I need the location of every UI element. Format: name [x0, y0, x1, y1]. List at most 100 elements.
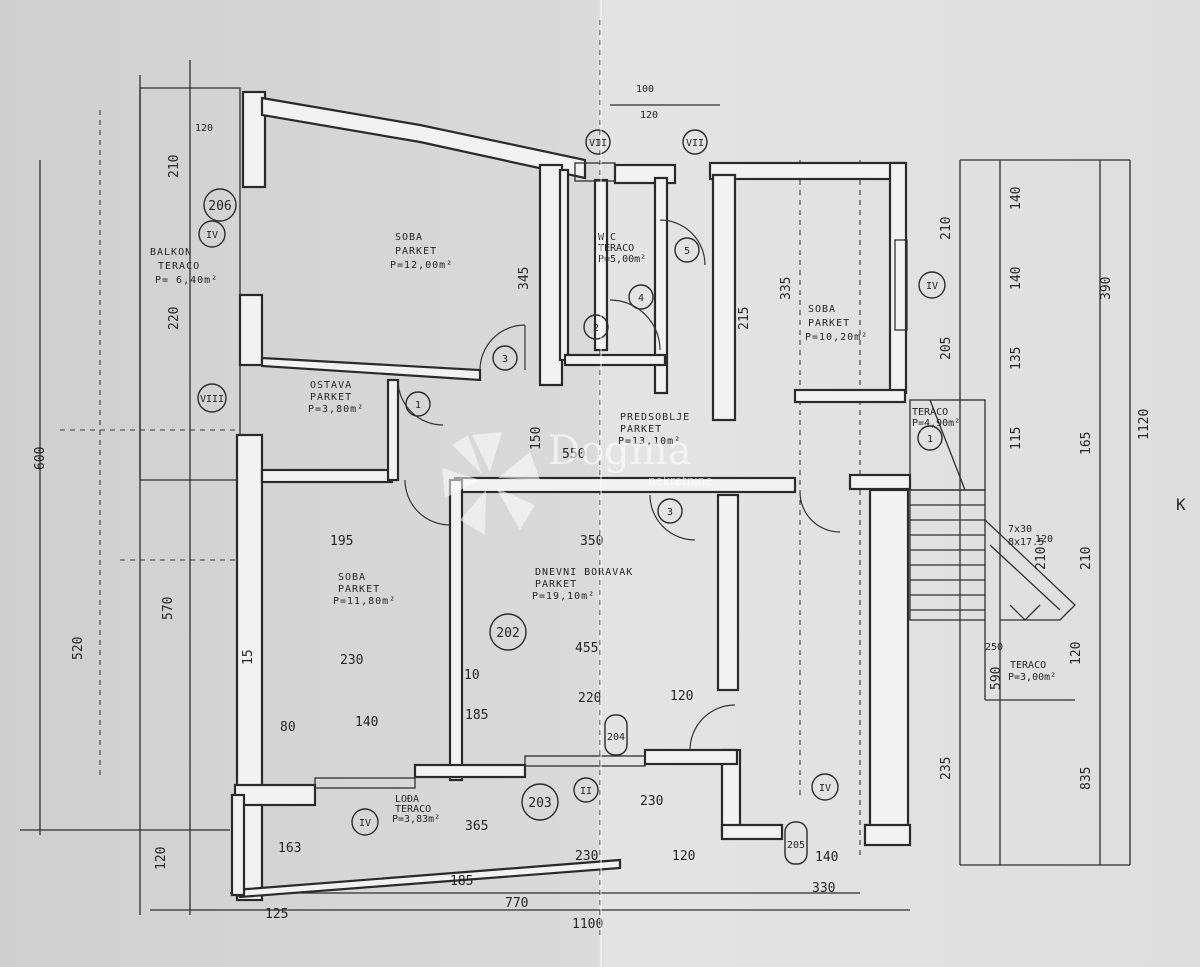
dim-int-335: 335	[779, 277, 794, 300]
room-dnevni-floor: PARKET	[535, 579, 577, 590]
marker-203: 203	[528, 796, 551, 811]
dim-int-15: 15	[241, 649, 256, 665]
dim-bottom-163: 163	[278, 841, 301, 856]
watermark-sub: nekretnine	[648, 474, 713, 488]
room-soba3-floor: PARKET	[338, 584, 380, 595]
dim-bottom-1100: 1100	[572, 917, 603, 932]
marker-iv-bottom: IV	[359, 818, 371, 829]
dim-bottom-185: 185	[450, 874, 473, 889]
section-markers: 202 203 206 204 205 IV IV IV IV VIII VII…	[197, 129, 946, 865]
room-soba2-area: P=10,20m²	[805, 332, 868, 343]
marker-204: 204	[607, 732, 625, 743]
room-wc-name: W.C	[598, 232, 616, 243]
dim-int-185: 185	[465, 708, 488, 723]
room-dnevni-area: P=19,10m²	[532, 591, 595, 602]
room-predsoblje-name: PREDSOBLJE	[620, 412, 690, 423]
dim-right-inner-235: 235	[939, 757, 954, 780]
marker-iv-right: IV	[926, 281, 938, 292]
room-soba1-name: SOBA	[395, 232, 423, 243]
dim-right-inner-205: 205	[939, 337, 954, 360]
door-marker-1: 1	[415, 400, 421, 411]
dim-stairs-treads: 7x30	[1008, 524, 1032, 535]
dim-bottom-770: 770	[505, 896, 528, 911]
marker-iv-bottom-right: IV	[819, 783, 831, 794]
dim-bottom-125: 125	[265, 907, 288, 922]
paper-fold	[600, 0, 602, 967]
room-labels: BALKON TERACO P= 6,40m² SOBA PARKET P=12…	[150, 232, 1056, 825]
dim-int-350: 350	[580, 534, 603, 549]
dim-left-520: 520	[71, 637, 86, 660]
dim-right-inner-135: 135	[1009, 347, 1024, 370]
room-predsoblje-floor: PARKET	[620, 424, 662, 435]
room-balkon-floor: TERACO	[158, 261, 200, 272]
dim-right-590: 590	[989, 667, 1004, 690]
dim-int-455: 455	[575, 641, 598, 656]
room-soba1-area: P=12,00m²	[390, 260, 453, 271]
dim-bottom-140: 140	[815, 850, 838, 865]
dim-int-80: 80	[280, 720, 296, 735]
dim-int-195: 195	[330, 534, 353, 549]
dim-right-inner-120: 120	[1069, 642, 1084, 665]
dim-int-10: 10	[464, 668, 480, 683]
dim-left-inner-120: 120	[154, 847, 169, 870]
dim-int-215: 215	[737, 307, 752, 330]
room-loggia-area: P=3,83m²	[392, 814, 440, 825]
dim-right-1120: 1120	[1137, 409, 1152, 440]
dim-int-140: 140	[355, 715, 378, 730]
room-teraco-small-area: P=4,90m²	[912, 418, 960, 429]
dim-int-365: 365	[465, 819, 488, 834]
dim-bottom-230: 230	[575, 849, 598, 864]
dim-stairs-risers: 8x17.5	[1008, 537, 1044, 548]
marker-viii: VIII	[200, 394, 224, 405]
marker-vii-b: VII	[686, 138, 704, 149]
room-teraco-stairs-floor: TERACO	[1010, 660, 1046, 671]
room-wc-floor: TERACO	[598, 243, 634, 254]
dim-stairs-250: 250	[985, 642, 1003, 653]
dim-top-0: 100	[636, 84, 654, 95]
door-swings	[397, 219, 841, 751]
dim-left-inner-210: 210	[167, 155, 182, 178]
dim-right-inner-210: 210	[939, 217, 954, 240]
dim-left-inner-220: 220	[167, 307, 182, 330]
room-teraco-stairs-area: P=3,00m²	[1008, 672, 1056, 683]
watermark-brand: Dogma	[548, 428, 692, 474]
dim-right-165: 165	[1079, 432, 1094, 455]
dim-right-inner-115: 115	[1009, 427, 1024, 450]
dim-right-inner-140b: 140	[1009, 267, 1024, 290]
room-loggia-floor: TERACO	[395, 804, 431, 815]
room-teraco-small-floor: TERACO	[912, 407, 948, 418]
dim-top-1: 120	[640, 110, 658, 121]
dim-int-230b: 230	[640, 794, 663, 809]
door-marker-3: 3	[502, 354, 508, 365]
door-marker-5: 5	[684, 246, 690, 257]
marker-ii: II	[580, 786, 592, 797]
room-wc-area: P=5,00m²	[598, 254, 646, 265]
sheet-letter-k: K	[1176, 495, 1186, 514]
door-marker-2: 2	[593, 323, 599, 334]
dim-int-345: 345	[517, 267, 532, 290]
door-marker-3b: 3	[667, 507, 673, 518]
dim-bottom-120: 120	[672, 849, 695, 864]
dim-stairs-120: 120	[1035, 534, 1053, 545]
dim-int-220: 220	[578, 691, 601, 706]
room-balkon-name: BALKON	[150, 247, 192, 258]
marker-202: 202	[496, 626, 519, 641]
room-soba2-name: SOBA	[808, 304, 836, 315]
room-soba3-area: P=11,80m²	[333, 596, 396, 607]
dim-right-390: 390	[1099, 277, 1114, 300]
dim-int-550: 550	[562, 447, 585, 462]
dim-left-570: 570	[161, 597, 176, 620]
door-marker-4: 4	[638, 293, 644, 304]
marker-206: 206	[208, 199, 231, 214]
room-soba3-name: SOBA	[338, 572, 366, 583]
staircase	[909, 399, 1076, 701]
dim-int-120: 120	[670, 689, 693, 704]
dim-top-2: 120	[195, 123, 213, 134]
dim-right-inner-210b: 210	[1034, 547, 1049, 570]
dim-int-230: 230	[340, 653, 363, 668]
dogma-logo-icon	[442, 432, 540, 535]
marker-iv-balkon: IV	[206, 230, 218, 241]
marker-vii: VII	[589, 138, 607, 149]
